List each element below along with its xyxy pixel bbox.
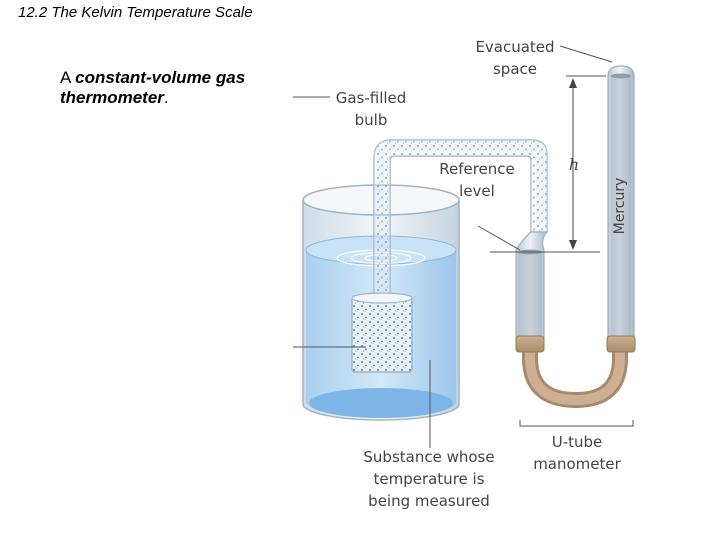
mercury-label: Mercury	[612, 178, 628, 235]
substance-label-line2: temperature is	[373, 470, 484, 488]
height-label: h	[569, 155, 579, 174]
height-arrow	[569, 78, 577, 250]
evacuated-label-line1: Evacuated	[475, 38, 554, 56]
slide-title: 12.2 The Kelvin Temperature Scale	[18, 4, 253, 21]
gas-bulb-label-line1: Gas-filled	[336, 89, 407, 107]
caption-emphasis: constant-volume gas thermometer	[60, 68, 246, 107]
gas-bulb-label-line2: bulb	[355, 111, 388, 129]
utube-label-line1: U-tube	[552, 433, 603, 451]
evacuated-label-line2: space	[493, 60, 537, 78]
caption-prefix: A	[60, 68, 76, 87]
manometer-bracket	[519, 420, 634, 427]
evacuated-leader	[559, 45, 613, 63]
utube-label-line2: manometer	[533, 455, 621, 473]
u-tube-hose	[515, 335, 636, 409]
mercury-column	[607, 65, 635, 345]
reference-level-line	[490, 75, 606, 253]
substance-label-line3: being measured	[368, 492, 490, 510]
manometer-left-column	[515, 231, 549, 345]
caption: A constant-volume gas thermometer.	[60, 68, 290, 108]
reference-leader	[477, 225, 521, 251]
substance-label-line1: Substance whose	[363, 448, 494, 466]
reference-label-line2: level	[459, 182, 495, 200]
reference-label-line1: Reference	[439, 160, 515, 178]
caption-suffix: .	[163, 88, 169, 107]
